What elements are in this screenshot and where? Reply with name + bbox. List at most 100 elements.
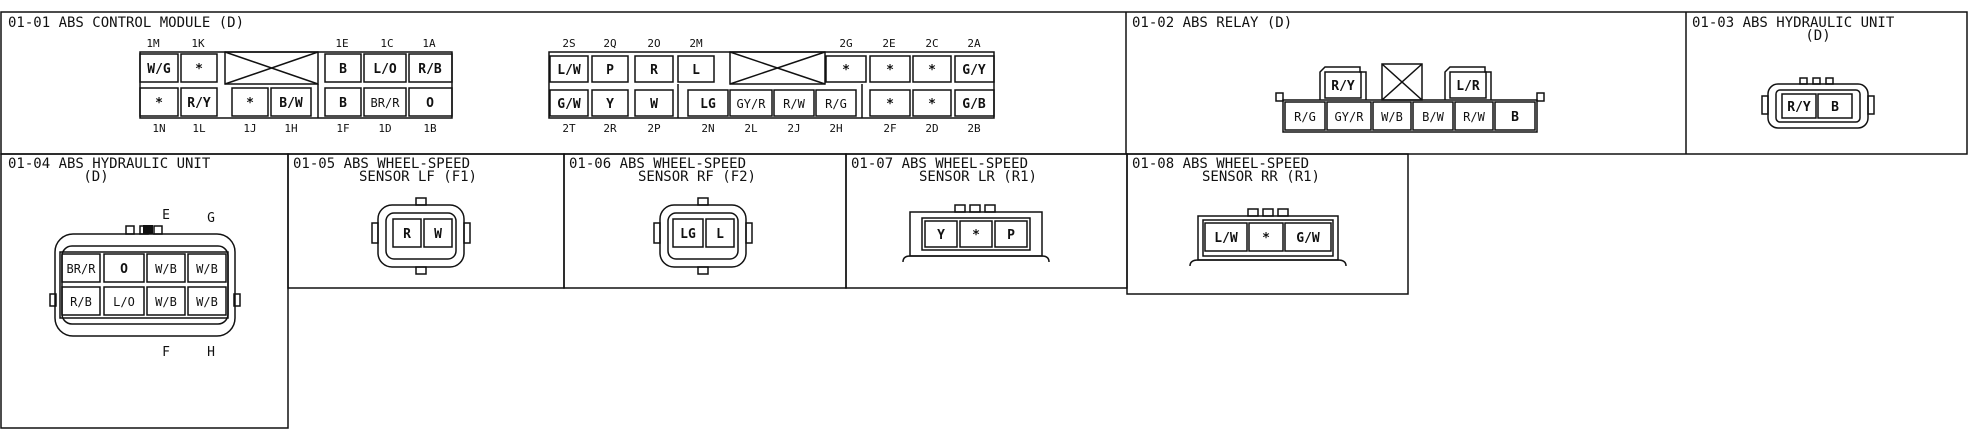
pin: W [434,227,442,242]
pin: BR/R [371,96,401,110]
pin: B [339,62,347,77]
pin: P [1007,228,1015,243]
connector-01-08: 01-08 ABS WHEEL-SPEED SENSOR RR (R1) L/W… [1132,156,1347,267]
connector-title: 01-02 ABS RELAY (D) [1132,15,1292,31]
terminal-letter: F [162,345,170,360]
connector-title: 01-01 ABS CONTROL MODULE (D) [8,15,244,31]
pin: LG [700,97,716,112]
connector-title: SENSOR LF (F1) [359,169,477,185]
pin: GY/R [737,97,767,111]
pin: G/B [962,97,986,112]
pin: * [928,63,936,78]
pin: W/B [1381,110,1403,124]
pin: B [1831,100,1839,115]
pin-label: 2M [689,37,703,50]
terminal-letter: H [207,345,215,360]
pin: O [120,262,128,277]
pin-label: 1M [146,37,160,50]
pin-label: 1A [422,37,436,50]
pin-label: 2L [744,122,758,135]
pin-label: 2R [603,122,617,135]
connector-01-02: 01-02 ABS RELAY (D) R/Y L/R R/G GY/R W/B… [1132,15,1545,133]
connector-title: 01-03 ABS HYDRAULIC UNIT [1692,15,1895,31]
pin: * [195,62,203,77]
connector-title: SENSOR LR (R1) [919,169,1037,185]
pin: * [842,63,850,78]
pin-label: 1F [336,122,349,135]
pin-label: 2E [882,37,895,50]
pin: L [716,227,724,242]
connector-01-06: 01-06 ABS WHEEL-SPEED SENSOR RF (F2) LG … [569,156,756,275]
terminal-letter: E [162,208,170,223]
pin: Y [937,228,945,243]
pin-label: 2N [701,122,714,135]
pin: R/G [1294,110,1316,124]
pin-label: 1K [191,37,205,50]
pin: B/W [1422,110,1444,124]
connector-title: (D) [83,169,108,185]
pin: L/O [113,295,135,309]
pin: R/Y [1787,100,1811,115]
pin: * [972,228,980,243]
pin: L/W [1214,231,1238,246]
terminal-letter: G [207,211,215,226]
pin: W/B [196,295,218,309]
pin-label: 2A [967,37,981,50]
pin: GY/R [1335,110,1365,124]
pin: R/B [418,62,442,77]
pin: * [246,96,254,111]
connector-01-03: 01-03 ABS HYDRAULIC UNIT (D) R/Y B [1692,15,1895,129]
pin: * [1262,231,1270,246]
key-tab [143,225,153,234]
pin-label: 1B [423,122,437,135]
connector-title: (D) [1805,28,1830,44]
connector-01-05: 01-05 ABS WHEEL-SPEED SENSOR LF (F1) R W [293,156,477,275]
pin: * [928,97,936,112]
connector-01-04: 01-04 ABS HYDRAULIC UNIT (D) E G BR/R O … [8,156,241,360]
pin: P [606,63,614,78]
connector-01-07: 01-07 ABS WHEEL-SPEED SENSOR LR (R1) Y *… [851,156,1050,263]
pin: W/G [147,62,171,77]
pin-label: 1L [192,122,206,135]
pin: G/W [1296,231,1320,246]
pin: G/Y [962,63,986,78]
pin: Y [606,97,614,112]
pin-label: 1E [335,37,348,50]
pin-label: 2T [562,122,576,135]
pin: L [692,63,700,78]
pin: R/G [825,97,847,111]
pin: R/W [783,97,805,111]
pin: W/B [155,262,177,276]
pin: L/O [373,62,397,77]
panel-frames [0,11,1968,429]
pin-label: 1D [378,122,391,135]
connector-title: 01-06 ABS WHEEL-SPEED [569,156,746,172]
pin-label: 1H [284,122,297,135]
connector-title: 01-04 ABS HYDRAULIC UNIT [8,156,211,172]
pin: L/W [557,63,581,78]
pin: W/B [196,262,218,276]
connector-title: SENSOR RF (F2) [638,169,756,185]
pin-label: 2P [647,122,661,135]
pin: O [426,96,434,111]
connector-title: 01-05 ABS WHEEL-SPEED [293,156,470,172]
pin-label: 2S [562,37,575,50]
pin: * [886,63,894,78]
pin-label: 1C [380,37,393,50]
pin: B/W [279,96,303,111]
pin-label: 2D [925,122,938,135]
pin-label: 2C [925,37,938,50]
pin-label: 2Q [603,37,616,50]
pin: LG [680,227,696,242]
pin-label: 2B [967,122,981,135]
pin-label: 2J [787,122,800,135]
pin: BR/R [67,262,97,276]
pin: R/B [70,295,92,309]
pin: * [886,97,894,112]
pin: W/B [155,295,177,309]
pin: R/Y [187,96,211,111]
pin-label: 2G [839,37,852,50]
pin-label: 2H [829,122,842,135]
pin: B [339,96,347,111]
